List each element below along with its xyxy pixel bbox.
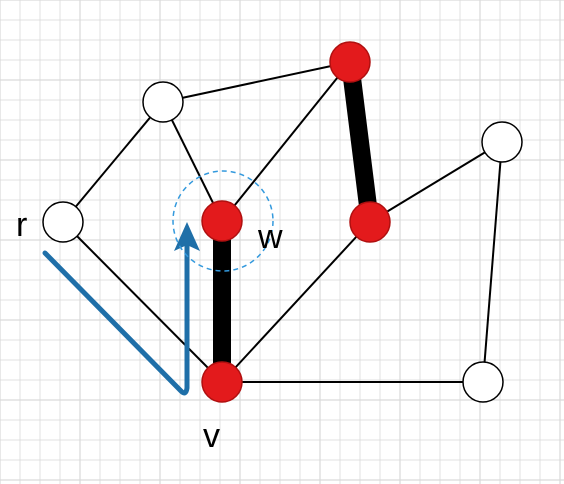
node-top-left xyxy=(142,81,184,123)
graph-edges xyxy=(62,60,503,383)
path-arrow-line xyxy=(42,241,190,396)
node-label-r: r xyxy=(16,206,27,244)
edge-r-v xyxy=(62,221,223,383)
edge-w-top-red xyxy=(221,61,351,222)
graph-nodes xyxy=(42,41,523,403)
node-label-w: w xyxy=(257,218,283,256)
edge-top-left-top-red xyxy=(162,61,351,103)
edge-r-top-left xyxy=(62,101,164,223)
node-right-top xyxy=(481,121,523,163)
path-arrow xyxy=(42,222,200,396)
node-w xyxy=(201,200,243,242)
edge-mid-red-right-top xyxy=(369,141,503,223)
edge-v-mid-red xyxy=(221,221,371,383)
node-bottom-right xyxy=(462,361,504,403)
edge-top-left-w xyxy=(162,101,223,222)
node-mid-red xyxy=(349,201,391,243)
path-arrow-head xyxy=(174,222,200,251)
node-r xyxy=(42,201,84,243)
matched-edge-top-red-mid-red xyxy=(341,60,379,224)
edge-right-top-bottom-right xyxy=(482,141,503,383)
node-label-v: v xyxy=(203,417,220,455)
highlight-circle-w xyxy=(172,170,274,272)
node-v xyxy=(201,361,243,403)
node-top-red xyxy=(329,41,371,83)
